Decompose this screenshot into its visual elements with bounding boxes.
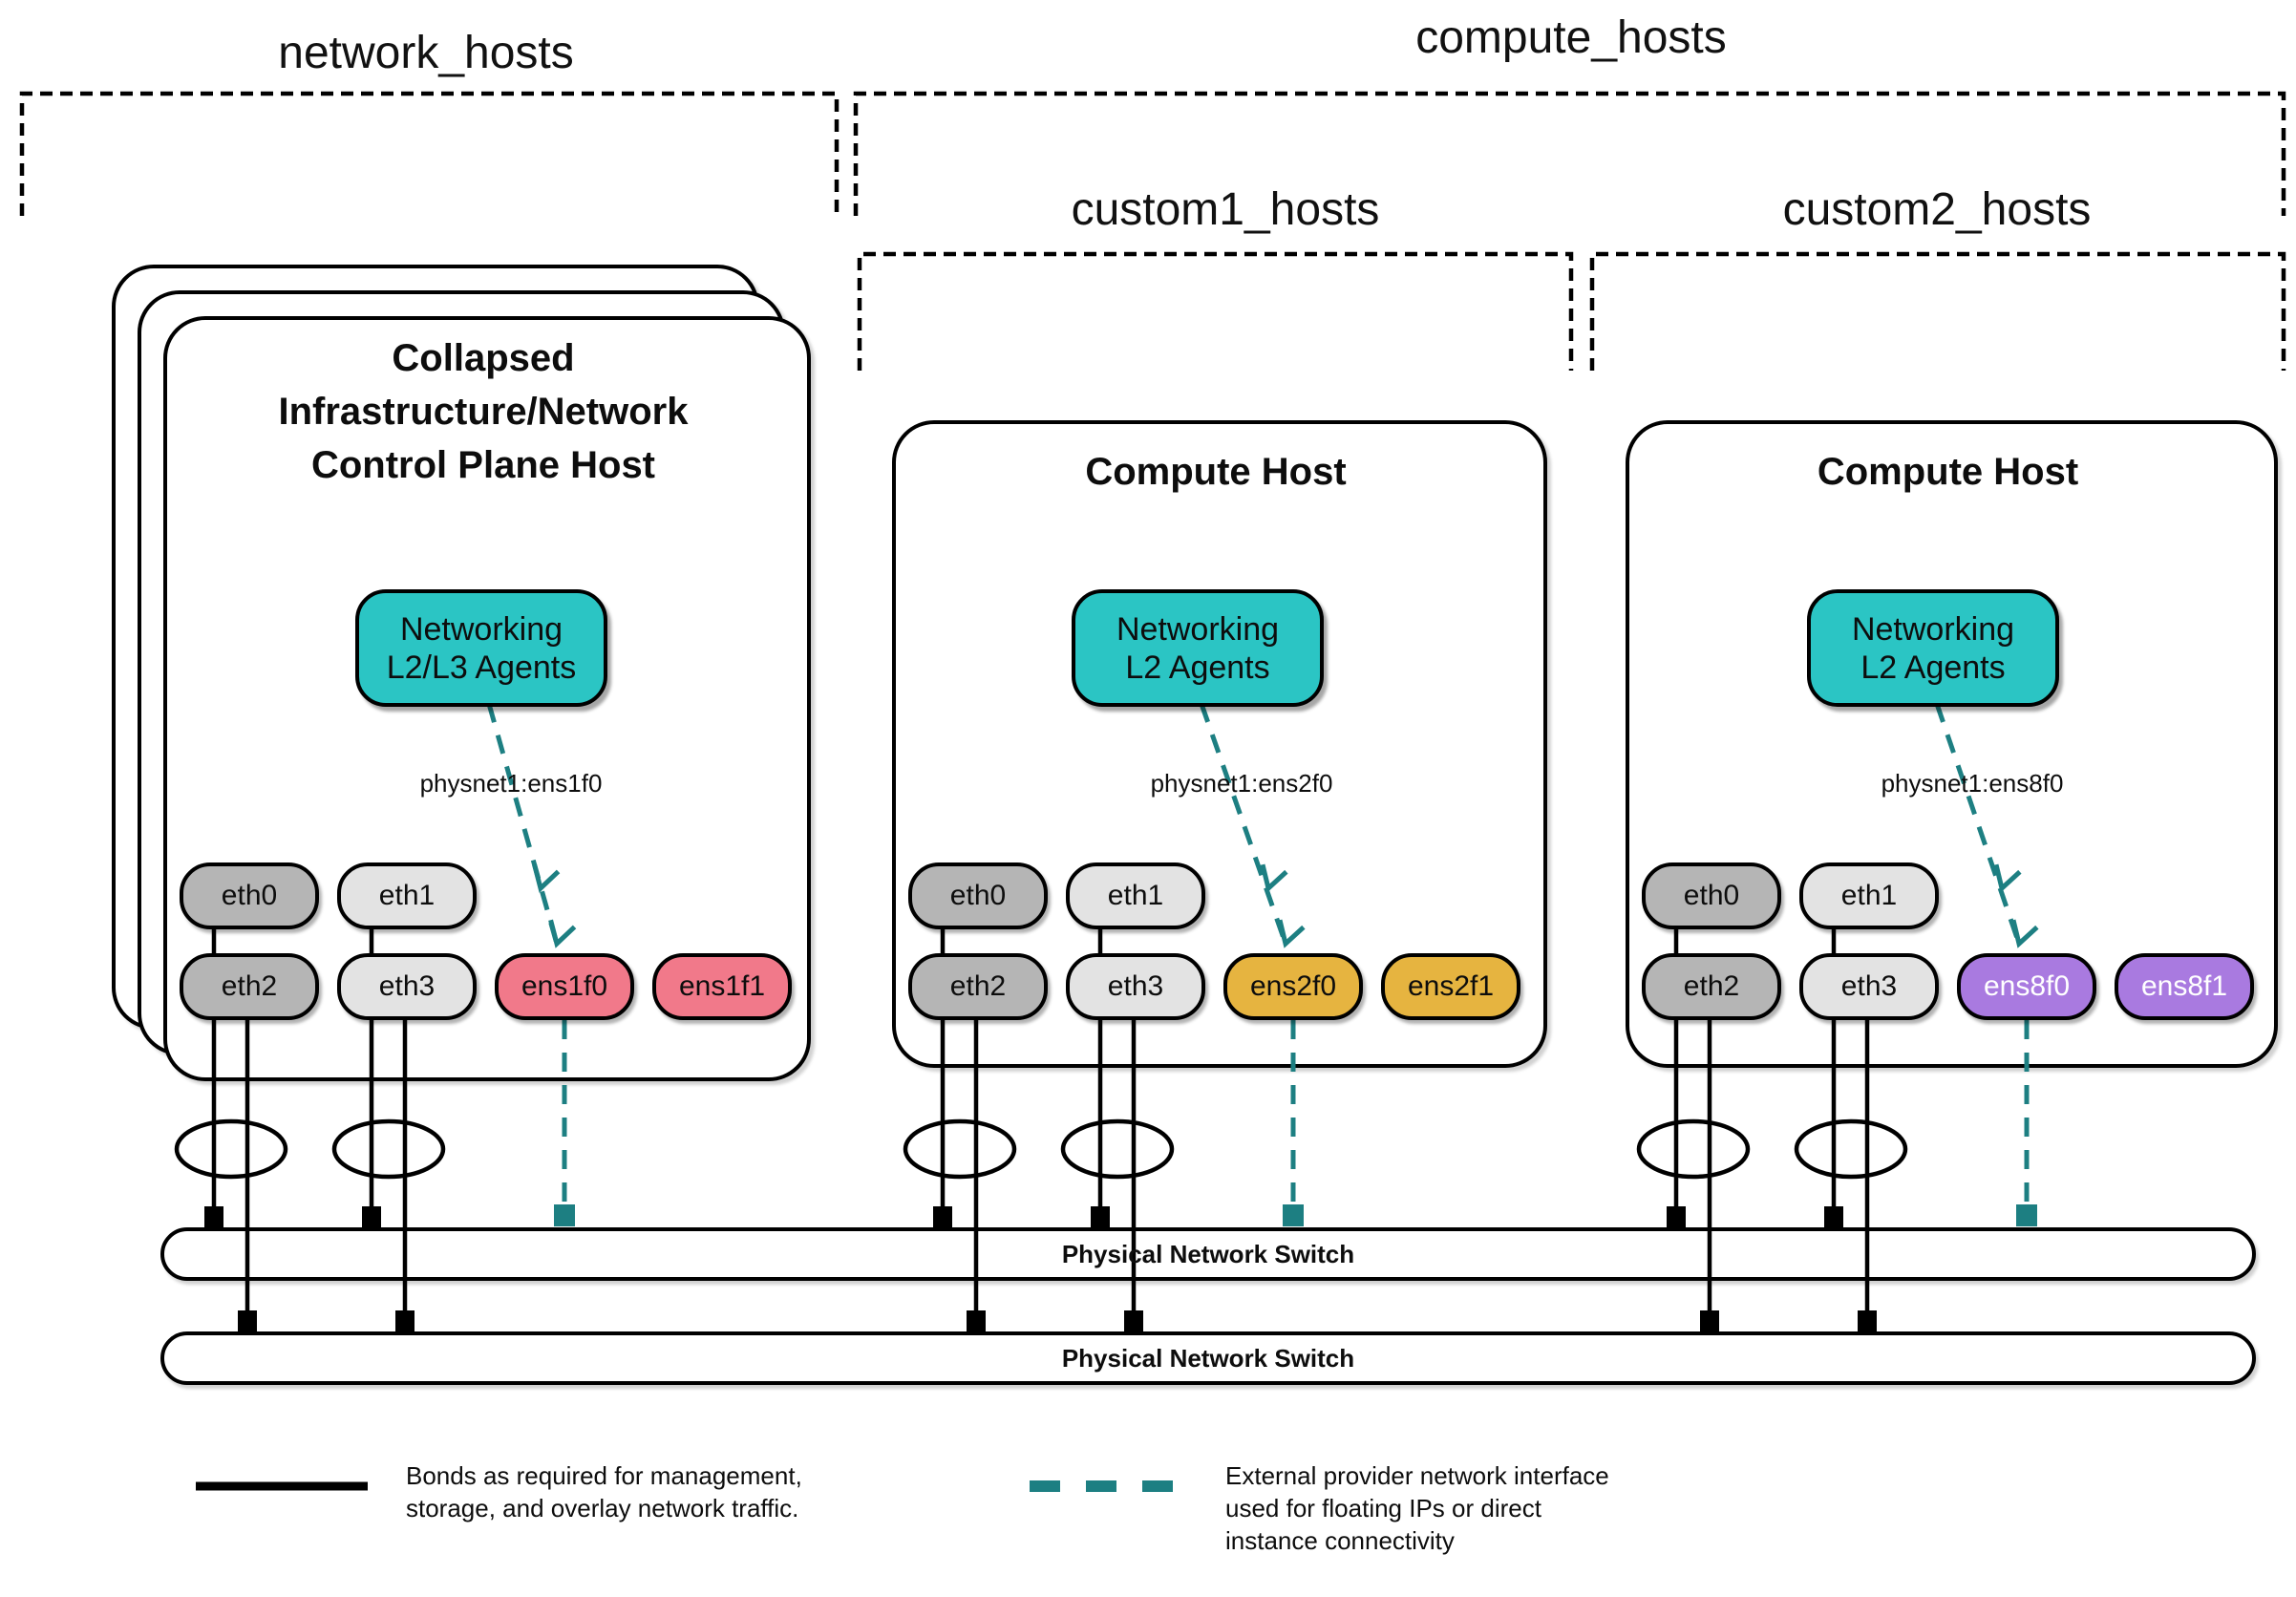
agent-label-line2: L2/L3 Agents bbox=[386, 649, 577, 686]
control-plane-nic-eth2: eth2 bbox=[180, 953, 319, 1020]
control-plane-host-title-line1: Collapsed bbox=[392, 337, 575, 379]
compute-host-1-title: Compute Host bbox=[1085, 451, 1347, 493]
physical-network-switch-2-label: Physical Network Switch bbox=[1061, 1344, 1355, 1373]
control-plane-physnet-label: physnet1:ens1f0 bbox=[419, 769, 603, 798]
compute-hosts-label: compute_hosts bbox=[1415, 12, 1727, 63]
compute-host-1-nic-ens2f0: ens2f0 bbox=[1223, 953, 1363, 1020]
compute-host-1-nic-eth0: eth0 bbox=[908, 862, 1048, 929]
custom1-hosts-bracket bbox=[857, 251, 1574, 371]
legend-provider-text-line3: instance connectivity bbox=[1225, 1526, 1455, 1555]
physical-network-switch-2 bbox=[160, 1331, 2256, 1385]
compute-host-2-title: Compute Host bbox=[1817, 451, 2079, 493]
control-plane-host-title: Collapsed Infrastructure/Network Control… bbox=[163, 331, 803, 492]
control-plane-nic-eth1: eth1 bbox=[337, 862, 477, 929]
compute-host-1-nic-eth1: eth1 bbox=[1066, 862, 1205, 929]
compute-host-2-agent-box: Networking L2 Agents bbox=[1807, 589, 2059, 707]
compute-host-2-nic-eth2: eth2 bbox=[1642, 953, 1781, 1020]
compute-host-1-nic-eth3: eth3 bbox=[1066, 953, 1205, 1020]
legend-provider-text-line1: External provider network interface bbox=[1225, 1461, 1609, 1490]
compute-host-2-nic-ens8f0: ens8f0 bbox=[1957, 953, 2096, 1020]
compute-host-2-nic-eth1: eth1 bbox=[1799, 862, 1939, 929]
network-hosts-bracket bbox=[19, 91, 840, 216]
compute-host-2-physnet-label: physnet1:ens8f0 bbox=[1881, 769, 2064, 798]
agent-label-line1: Networking bbox=[1116, 610, 1280, 648]
compute-host-2-nic-ens8f1: ens8f1 bbox=[2115, 953, 2254, 1020]
agent-label-line2: L2 Agents bbox=[1860, 649, 2006, 686]
custom2-hosts-label: custom2_hosts bbox=[1782, 184, 2092, 235]
compute-host-1-nic-ens2f1: ens2f1 bbox=[1381, 953, 1520, 1020]
compute-host-1-physnet-label: physnet1:ens2f0 bbox=[1150, 769, 1333, 798]
compute-hosts-bracket bbox=[853, 91, 2286, 216]
agent-label-line2: L2 Agents bbox=[1125, 649, 1270, 686]
switch-connector-squares bbox=[204, 1206, 1877, 1331]
compute-host-1-nic-eth2: eth2 bbox=[908, 953, 1048, 1020]
legend-provider-text-line2: used for floating IPs or direct bbox=[1225, 1494, 1541, 1522]
control-plane-nic-eth0: eth0 bbox=[180, 862, 319, 929]
control-plane-nic-ens1f0: ens1f0 bbox=[495, 953, 634, 1020]
control-plane-agent-box: Networking L2/L3 Agents bbox=[355, 589, 607, 707]
custom1-hosts-label: custom1_hosts bbox=[1071, 184, 1380, 235]
network-hosts-label: network_hosts bbox=[278, 28, 574, 78]
provider-connectors bbox=[486, 703, 2039, 1205]
control-plane-host-title-line2: Infrastructure/Network bbox=[278, 391, 689, 433]
legend-bond-text: Bonds as required for management, storag… bbox=[406, 1459, 802, 1524]
control-plane-host-title-line3: Control Plane Host bbox=[310, 444, 656, 486]
provider-connector-squares bbox=[554, 1204, 2037, 1226]
physical-network-switch-1 bbox=[160, 1227, 2256, 1281]
physical-network-switch-1-label: Physical Network Switch bbox=[1061, 1240, 1355, 1268]
legend-provider-text: External provider network interface used… bbox=[1225, 1459, 1609, 1557]
legend-bond-text-line1: Bonds as required for management, bbox=[406, 1461, 802, 1490]
group-brackets bbox=[19, 91, 2286, 371]
custom2-hosts-bracket bbox=[1589, 251, 2286, 371]
compute-host-2-nic-eth3: eth3 bbox=[1799, 953, 1939, 1020]
agent-label-line1: Networking bbox=[399, 610, 563, 648]
legend-bond-text-line2: storage, and overlay network traffic. bbox=[406, 1494, 799, 1522]
bond-ellipses bbox=[174, 1118, 1908, 1180]
control-plane-nic-eth3: eth3 bbox=[337, 953, 477, 1020]
compute-host-2-nic-eth0: eth0 bbox=[1642, 862, 1781, 929]
compute-host-1-agent-box: Networking L2 Agents bbox=[1072, 589, 1324, 707]
control-plane-nic-ens1f1: ens1f1 bbox=[652, 953, 792, 1020]
agent-label-line1: Networking bbox=[1851, 610, 2015, 648]
